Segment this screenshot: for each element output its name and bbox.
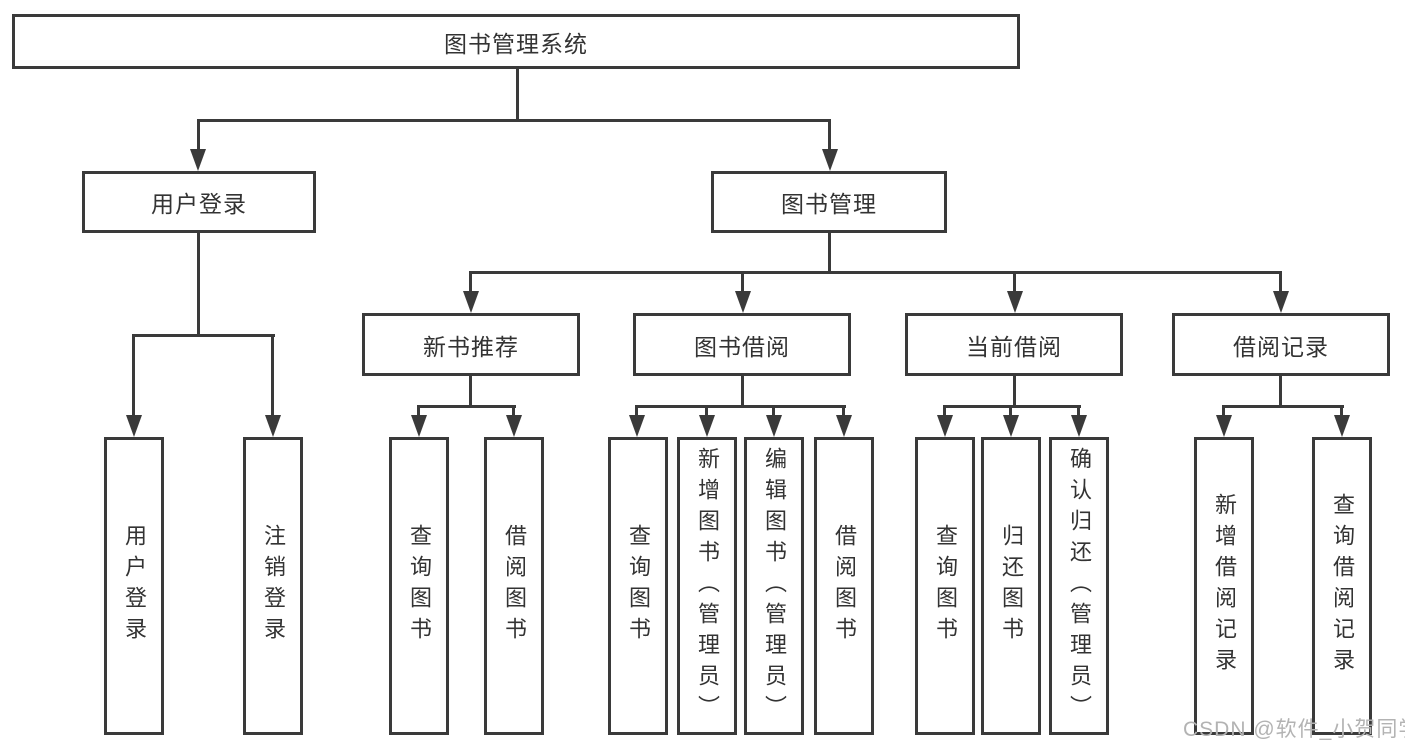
- connector-root-bar: [197, 119, 831, 122]
- connector-leg: [943, 405, 946, 417]
- arrow-down-icon: [766, 415, 782, 437]
- connector-userlogin-bar: [132, 334, 275, 337]
- connector-leg-new-book: [469, 271, 472, 293]
- leaf-query-books-borrow: 查询图书: [608, 437, 668, 735]
- connector-leg: [1340, 405, 1343, 417]
- node-new-book-recommend: 新书推荐: [362, 313, 580, 376]
- connector-leg: [1009, 405, 1012, 417]
- leaf-query-books-current-label: 查询图书: [933, 524, 958, 648]
- arrow-down-icon: [836, 415, 852, 437]
- connector-leg-leaf-user-login: [132, 334, 135, 416]
- leaf-add-books-admin-label: 新增图书（管理员）: [695, 446, 720, 726]
- connector-currentborrow-bar: [943, 405, 1081, 408]
- connector-leg: [772, 405, 775, 417]
- leaf-confirm-return-admin-label: 确认归还（管理员）: [1067, 446, 1092, 726]
- arrow-down-icon: [126, 415, 142, 437]
- connector-leg: [1222, 405, 1225, 417]
- connector-borrowrecord-bar: [1222, 405, 1344, 408]
- leaf-user-login-label: 用户登录: [122, 524, 147, 648]
- node-root: 图书管理系统: [12, 14, 1020, 69]
- arrow-down-icon: [190, 149, 206, 171]
- leaf-query-books-newrec: 查询图书: [389, 437, 449, 735]
- arrow-down-icon: [265, 415, 281, 437]
- connector-leg: [635, 405, 638, 417]
- node-book-management-label: 图书管理: [781, 191, 877, 217]
- node-root-label: 图书管理系统: [444, 30, 588, 57]
- connector-newrec-drop: [469, 376, 472, 408]
- node-user-login-label: 用户登录: [151, 191, 247, 217]
- leaf-add-borrow-record: 新增借阅记录: [1194, 437, 1254, 735]
- leaf-user-login: 用户登录: [104, 437, 164, 735]
- node-book-borrow-label: 图书借阅: [694, 333, 790, 360]
- leaf-add-borrow-record-label: 新增借阅记录: [1212, 493, 1237, 679]
- arrow-down-icon: [1216, 415, 1232, 437]
- connector-leg-current-borrow: [1013, 271, 1016, 293]
- arrow-down-icon: [629, 415, 645, 437]
- arrow-down-icon: [822, 149, 838, 171]
- connector-newrec-bar: [417, 405, 516, 408]
- connector-currentborrow-drop: [1013, 376, 1016, 408]
- leaf-borrow-books-borrow-label: 借阅图书: [832, 524, 857, 648]
- arrow-down-icon: [1007, 291, 1023, 313]
- connector-bookmgmt-bar: [469, 271, 1282, 274]
- node-borrow-record-label: 借阅记录: [1233, 333, 1329, 360]
- arrow-down-icon: [1334, 415, 1350, 437]
- connector-bookmgmt-drop: [828, 233, 831, 274]
- node-current-borrow-label: 当前借阅: [966, 333, 1062, 360]
- leaf-borrow-books-borrow: 借阅图书: [814, 437, 874, 735]
- connector-root-drop: [516, 69, 519, 120]
- leaf-borrow-books-newrec: 借阅图书: [484, 437, 544, 735]
- arrow-down-icon: [937, 415, 953, 437]
- connector-userlogin-drop: [197, 233, 200, 335]
- connector-bookborrow-drop: [741, 376, 744, 408]
- arrow-down-icon: [411, 415, 427, 437]
- leaf-logout-label: 注销登录: [261, 524, 286, 648]
- connector-leg-leaf-logout: [271, 334, 274, 416]
- connector-bookborrow-bar: [635, 405, 846, 408]
- arrow-down-icon: [506, 415, 522, 437]
- leaf-edit-books-admin: 编辑图书（管理员）: [744, 437, 804, 735]
- connector-leg: [417, 405, 420, 417]
- arrow-down-icon: [1071, 415, 1087, 437]
- arrow-down-icon: [699, 415, 715, 437]
- arrow-down-icon: [735, 291, 751, 313]
- leaf-query-books-newrec-label: 查询图书: [407, 524, 432, 648]
- node-book-management: 图书管理: [711, 171, 947, 233]
- connector-leg: [705, 405, 708, 417]
- node-borrow-record: 借阅记录: [1172, 313, 1390, 376]
- connector-leg-book-management: [828, 119, 831, 151]
- leaf-borrow-books-newrec-label: 借阅图书: [502, 524, 527, 648]
- connector-leg-borrow-record: [1279, 271, 1282, 293]
- connector-leg-user-login: [197, 119, 200, 151]
- connector-leg: [842, 405, 845, 417]
- leaf-add-books-admin: 新增图书（管理员）: [677, 437, 737, 735]
- connector-leg-book-borrow: [741, 271, 744, 293]
- leaf-edit-books-admin-label: 编辑图书（管理员）: [762, 446, 787, 726]
- leaf-logout: 注销登录: [243, 437, 303, 735]
- arrow-down-icon: [1273, 291, 1289, 313]
- connector-leg: [1077, 405, 1080, 417]
- leaf-query-books-borrow-label: 查询图书: [626, 524, 651, 648]
- leaf-query-borrow-record: 查询借阅记录: [1312, 437, 1372, 735]
- connector-leg: [512, 405, 515, 417]
- node-current-borrow: 当前借阅: [905, 313, 1123, 376]
- node-book-borrow: 图书借阅: [633, 313, 851, 376]
- arrow-down-icon: [463, 291, 479, 313]
- node-new-book-recommend-label: 新书推荐: [423, 333, 519, 360]
- leaf-query-books-current: 查询图书: [915, 437, 975, 735]
- leaf-confirm-return-admin: 确认归还（管理员）: [1049, 437, 1109, 735]
- leaf-return-books: 归还图书: [981, 437, 1041, 735]
- leaf-return-books-label: 归还图书: [999, 524, 1024, 648]
- node-user-login: 用户登录: [82, 171, 316, 233]
- leaf-query-borrow-record-label: 查询借阅记录: [1330, 493, 1355, 679]
- csdn-watermark: CSDN @软件_小贺同学: [1183, 718, 1405, 741]
- connector-borrowrecord-drop: [1279, 376, 1282, 408]
- arrow-down-icon: [1003, 415, 1019, 437]
